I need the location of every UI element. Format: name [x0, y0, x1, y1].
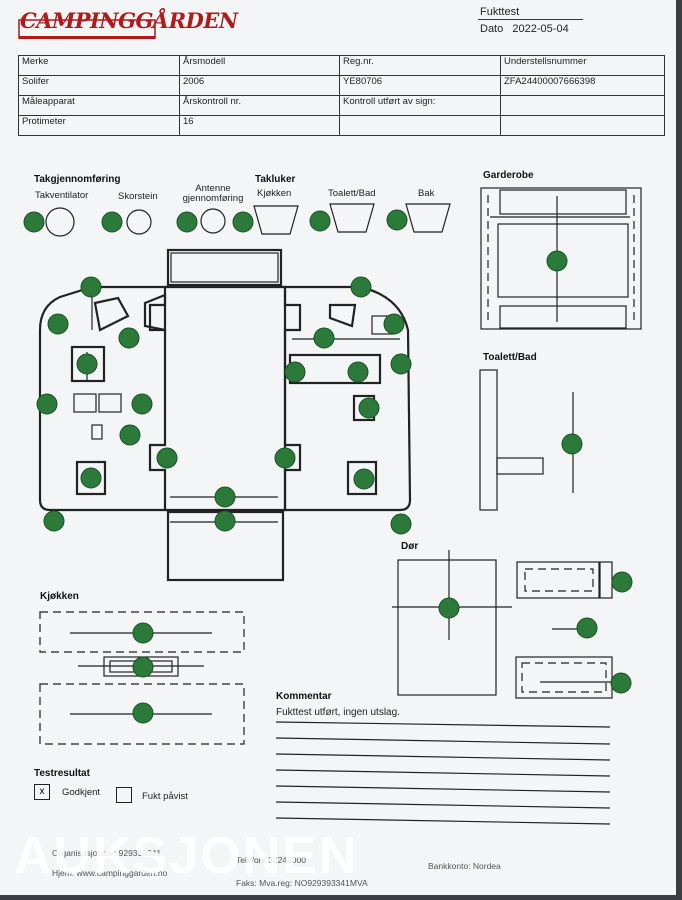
door-heading: Dør	[401, 541, 419, 552]
form-title: Fukttest	[480, 6, 520, 18]
measure-point	[309, 210, 331, 232]
measure-point	[383, 313, 405, 335]
cell-empty-3	[500, 115, 665, 136]
brand-name: CAMPINGGÅRDEN	[20, 8, 238, 33]
approved-label: Godkjent	[62, 787, 101, 798]
measurement-points	[23, 209, 633, 724]
measure-point	[80, 276, 102, 298]
cell-protimeter-label: Protimeter	[18, 115, 180, 136]
moisture-checkbox[interactable]	[116, 787, 132, 803]
roof-heading: Takgjennomføring	[34, 174, 121, 185]
brand-logo	[18, 19, 156, 39]
measure-point	[43, 510, 65, 532]
toilet-heading: Toalett/Bad	[483, 352, 537, 363]
roof-fixture-icons	[45, 203, 451, 237]
footer-web: Hjem: www.campinggarden.no	[52, 868, 168, 878]
footer-org: Organisasjonsnr: 929393341	[52, 848, 162, 858]
comment-text: Fukttest utført, ingen utslag.	[276, 707, 400, 718]
measure-point	[47, 313, 69, 335]
title-underline	[478, 19, 583, 20]
footer-fax: Faks: Mva.reg: NO929393341MVA	[236, 878, 368, 888]
comment-lines	[275, 721, 611, 825]
vehicle-info-table: Merke Årsmodell Reg.nr. Understellsnumme…	[18, 55, 665, 136]
date-field: Dato 2022-05-04	[480, 23, 569, 35]
chimney-label: Skorstein	[118, 191, 158, 202]
footer-bank: Bankkonto: Nordea	[428, 861, 501, 871]
measure-point	[438, 597, 460, 619]
wardrobe-diagram	[480, 187, 642, 330]
measure-point	[132, 656, 154, 678]
measure-point	[76, 353, 98, 375]
measure-point	[611, 571, 633, 593]
measure-point	[156, 447, 178, 469]
result-heading: Testresultat	[34, 768, 90, 779]
measure-point	[36, 393, 58, 415]
measure-point	[214, 486, 236, 508]
measure-point	[132, 702, 154, 724]
roof-vent-label: Takventilator	[35, 190, 89, 201]
footer-phone: Telefon: 32242000	[236, 855, 306, 865]
date-label: Dato	[480, 23, 504, 35]
floorplan-shell	[38, 248, 412, 582]
approved-checkbox[interactable]: x	[34, 784, 50, 800]
watermark: AUKSJONEN	[14, 827, 359, 885]
measure-point	[390, 353, 412, 375]
kitchen-heading: Kjøkken	[40, 591, 79, 602]
measure-point	[118, 327, 140, 349]
measure-point	[284, 361, 306, 383]
wardrobe-heading: Garderobe	[483, 170, 534, 181]
measure-point	[350, 276, 372, 298]
antenna-label: Antenne gjennomføring	[182, 183, 244, 204]
measure-point	[119, 424, 141, 446]
kitchen-hatch-label: Kjøkken	[257, 188, 292, 199]
measure-point	[386, 209, 408, 231]
comment-heading: Kommentar	[276, 691, 332, 702]
measure-point	[313, 327, 335, 349]
measure-point	[347, 361, 369, 383]
measure-point	[353, 468, 375, 490]
rear-hatch-label: Bak	[418, 188, 435, 199]
measure-point	[132, 622, 154, 644]
toilet-diagram	[479, 369, 574, 511]
measure-point	[176, 211, 198, 233]
measure-point	[610, 672, 632, 694]
measure-point	[23, 211, 45, 233]
date-value: 2022-05-04	[512, 23, 569, 35]
hatches-heading: Takluker	[255, 174, 296, 185]
measure-point	[358, 397, 380, 419]
toilet-hatch-label: Toalett/Bad	[328, 188, 376, 199]
measure-point	[214, 510, 236, 532]
measure-point	[80, 467, 102, 489]
measure-point	[232, 211, 254, 233]
measure-point	[546, 250, 568, 272]
measure-point	[576, 617, 598, 639]
measure-point	[101, 211, 123, 233]
moisture-label: Fukt påvist	[142, 791, 188, 802]
measure-point	[274, 447, 296, 469]
measure-point	[390, 513, 412, 535]
measure-point	[561, 433, 583, 455]
measure-point	[131, 393, 153, 415]
